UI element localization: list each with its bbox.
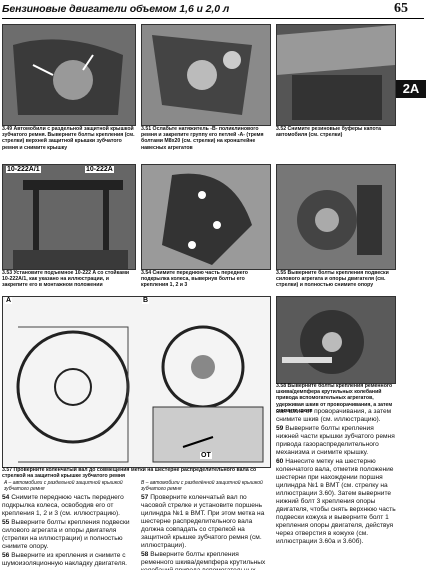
figure-caption-3-55: 3.55 Выверните болты крепления подвески … xyxy=(276,270,389,289)
figure-label-ot: OT xyxy=(200,452,212,459)
section-tab: 2A xyxy=(396,80,426,98)
figure-caption-3-53: 3.53 Установите подъемное 10-222 A со ст… xyxy=(2,270,130,289)
body-column-3: вая шкив от проворачивания, а затем сним… xyxy=(276,408,396,545)
figure-label-10-222a: 10-222A xyxy=(85,166,114,173)
figure-photo-3-58 xyxy=(276,296,396,384)
figure-photo-3-54 xyxy=(141,164,271,270)
figure-caption-3-57: 3.57 Проверните коленчатый вал до совмещ… xyxy=(2,467,257,480)
figure-label-b: B xyxy=(142,297,150,304)
figure-caption-3-58: 3.58 Выверните болты крепления ременного… xyxy=(276,383,393,414)
figure-caption-3-51: 3.51 Ослабьте натяжитель -B- поликлиново… xyxy=(141,126,264,151)
page-title: Бензиновые двигатели объемом 1,6 и 2,0 л xyxy=(2,3,230,15)
figure-label-10-222a1: 10-222A/1 xyxy=(6,166,41,173)
page-number: 65 xyxy=(394,1,408,16)
figure-sub-b: B – автомобили с разделённой защитной кр… xyxy=(141,480,263,492)
figure-caption-3-54: 3.54 Снимите переднюю часть переднего по… xyxy=(141,270,248,289)
page-header: Бензиновые двигатели объемом 1,6 и 2,0 л… xyxy=(0,0,426,20)
figure-label-a: A xyxy=(5,297,13,304)
figure-photo-3-53 xyxy=(2,164,136,270)
figure-caption-3-52: 3.52 Снимите резиновые буферы капота авт… xyxy=(276,126,381,139)
figure-sub-a: A – автомобили с раздельной защитной кры… xyxy=(4,480,123,492)
figure-photo-3-51 xyxy=(141,24,271,126)
body-column-1: 54 Снимите переднюю часть переднего подк… xyxy=(2,494,130,567)
figure-photo-3-55 xyxy=(276,164,396,270)
figure-drawing-3-57 xyxy=(2,296,271,468)
header-rule xyxy=(2,18,424,19)
figure-photo-3-52 xyxy=(276,24,396,126)
body-column-2: 57 Проверните коленчатый вал по часовой … xyxy=(141,494,266,570)
figure-photo-3-49 xyxy=(2,24,136,126)
figure-caption-3-49: 3.49 Автомобили с раздельной защитной кр… xyxy=(2,126,135,151)
